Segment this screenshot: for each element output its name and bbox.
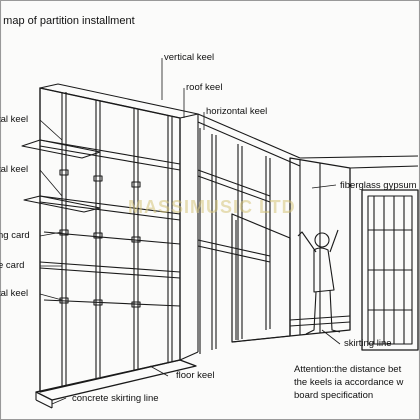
label-floor-keel: floor keel [176, 370, 215, 381]
left-wall [21, 83, 199, 409]
label-concrete-skirting-line: concrete skirting line [72, 393, 159, 404]
label-fiberglass-gypsum: fiberglass gypsum [340, 180, 417, 191]
attention-line-2: the keels ia accordance w [294, 377, 404, 388]
label-left-keel-1: tal keel [0, 114, 29, 125]
door-opening [231, 213, 291, 343]
label-left-keel-3: tal keel [0, 288, 29, 299]
leader-lines [39, 58, 341, 405]
middle-frame [197, 113, 301, 354]
label-left-card-2: e card [0, 260, 25, 271]
label-vertical-keel: vertical keel [164, 52, 215, 63]
label-left-keel-2: tal keel [0, 164, 29, 175]
diagram-title: h map of partition installment [0, 15, 135, 27]
worker-figure [297, 229, 341, 335]
right-frame [361, 189, 419, 351]
label-skirting-line: skirting line [344, 338, 392, 349]
gypsum-wall [289, 157, 351, 337]
attention-line-3: board specification [294, 390, 374, 401]
label-horizontal-keel: horizontal keel [206, 106, 268, 117]
attention-line-1: Attention:the distance bet [294, 364, 402, 375]
label-roof-keel: roof keel [186, 82, 223, 93]
label-left-card-1: ng card [0, 230, 30, 241]
watermark: MASSIMUSIC LTD [128, 197, 296, 217]
